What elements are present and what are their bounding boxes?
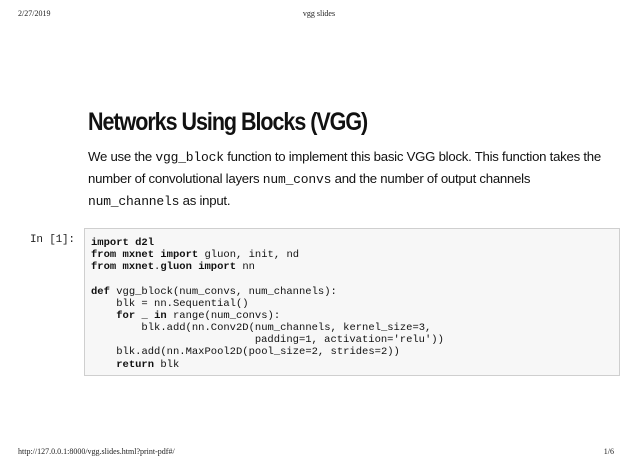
code-line: def vgg_block(num_convs, num_channels): — [91, 285, 337, 298]
code-line: from mxnet import gluon, init, nd — [91, 249, 300, 262]
slide-title: Networks Using Blocks (VGG) — [88, 108, 368, 136]
code-line: blk.add(nn.MaxPool2D(pool_size=2, stride… — [116, 346, 400, 359]
print-footer-url: http://127.0.0.1:8000/vgg.slides.html?pr… — [18, 447, 175, 456]
code-line: padding=1, activation='relu')) — [254, 334, 444, 347]
code-line: from mxnet.gluon import nn — [91, 261, 255, 274]
inline-code-vgg-block: vgg_block — [155, 150, 224, 165]
code-line: for _ in range(num_convs): — [116, 309, 281, 322]
intro-text: We use the — [88, 149, 156, 164]
code-line: blk.add(nn.Conv2D(num_channels, kernel_s… — [141, 322, 432, 335]
code-line: blk = nn.Sequential() — [116, 297, 249, 310]
inline-code-num-channels: num_channels — [88, 194, 180, 209]
print-header-date: 2/27/2019 — [18, 9, 51, 18]
intro-paragraph: We use the vgg_block function to impleme… — [88, 146, 608, 212]
intro-text: and the number of output channels — [331, 171, 531, 186]
cell-prompt: In [1]: — [30, 234, 75, 246]
code-block[interactable]: import d2l from mxnet import gluon, init… — [91, 237, 444, 371]
code-line: import d2l — [91, 237, 155, 249]
print-header-title: vgg slides — [302, 9, 336, 18]
code-cell[interactable]: import d2l from mxnet import gluon, init… — [84, 228, 620, 376]
intro-text: as input. — [179, 193, 231, 208]
print-footer-page-number: 1/6 — [603, 447, 614, 456]
intro-text: function to implement this basic VGG blo… — [88, 149, 601, 186]
inline-code-num-convs: num_convs — [262, 172, 332, 187]
code-line: return blk — [116, 358, 180, 371]
